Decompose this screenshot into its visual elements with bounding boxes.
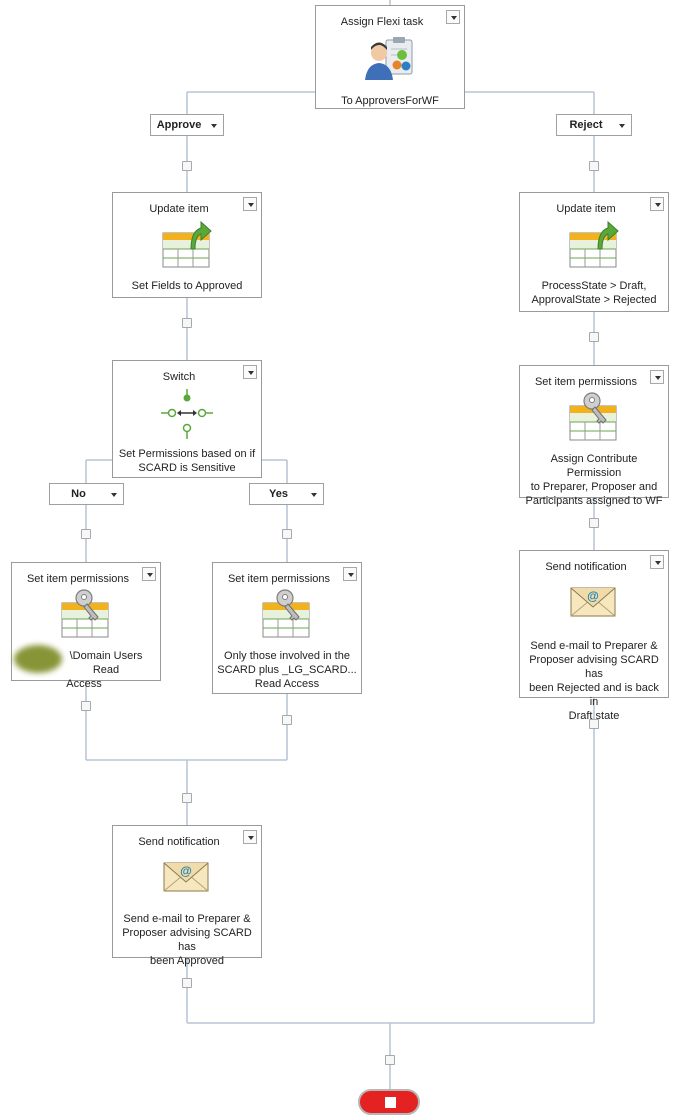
svg-text:@: @ (180, 864, 192, 878)
branch-label: Approve (156, 119, 202, 131)
activity-menu-dropdown[interactable] (343, 567, 357, 581)
activity-title: Assign Flexi task (340, 16, 424, 28)
set-permissions-involved-activity[interactable]: Set item permissions Only those involved… (212, 562, 362, 694)
set-permissions-contribute-activity[interactable]: Set item permissions Assign Contribute P… (519, 365, 669, 507)
activity-description-line: Read Access (254, 678, 320, 690)
insert-connector[interactable] (589, 719, 599, 729)
activity-description-line: Send e-mail to Preparer & (530, 640, 658, 652)
insert-connector[interactable] (282, 529, 292, 539)
activity-description-line: Set Permissions based on if (118, 448, 256, 460)
activity-description-line: Proposer advising SCARD has (122, 927, 252, 953)
activity-menu-dropdown[interactable] (650, 555, 664, 569)
update-item-icon (568, 219, 620, 272)
activity-description-line: SCARD plus _LG_SCARD... (217, 664, 357, 676)
branch-reject[interactable]: Reject (556, 114, 632, 136)
insert-connector[interactable] (182, 161, 192, 171)
activity-menu-dropdown[interactable] (650, 370, 664, 384)
activity-description-line: Participants assigned to WF (525, 495, 663, 507)
branch-label: Reject (569, 119, 603, 131)
switch-icon (159, 389, 215, 442)
insert-connector[interactable] (81, 701, 91, 711)
branch-label: Yes (269, 488, 288, 500)
activity-description-line: Draft state (568, 710, 620, 722)
email-envelope-icon: @ (162, 860, 212, 897)
insert-connector[interactable] (589, 332, 599, 342)
chevron-down-icon (311, 493, 317, 497)
permissions-key-icon (60, 589, 112, 642)
activity-menu-dropdown[interactable] (243, 197, 257, 211)
activity-description-line: ProcessState > Draft, (541, 280, 647, 292)
activity-description-line: Proposer advising SCARD has (529, 654, 659, 680)
activity-description-line: Only those involved in the (224, 650, 350, 662)
stop-icon (385, 1097, 396, 1108)
activity-menu-dropdown[interactable] (650, 197, 664, 211)
activity-description-line: been Rejected and is back in (529, 682, 659, 708)
activity-description-line: Set Fields to Approved (131, 280, 243, 292)
update-item-approved-activity[interactable]: Update item Set Fields to Approved (112, 192, 262, 298)
insert-connector[interactable] (182, 793, 192, 803)
assign-task-icon (364, 36, 416, 87)
update-item-rejected-activity[interactable]: Update item ProcessState > Draft, Approv… (519, 192, 669, 312)
activity-title: Set item permissions (227, 573, 331, 585)
email-envelope-icon: @ (569, 585, 619, 622)
insert-connector[interactable] (589, 518, 599, 528)
activity-title: Set item permissions (26, 573, 130, 585)
svg-text:@: @ (587, 589, 599, 603)
chevron-down-icon (211, 124, 217, 128)
branch-label: No (71, 488, 86, 500)
activity-description-line: ApprovalState > Rejected (531, 294, 657, 306)
activity-description-line: been Approved (149, 955, 224, 967)
insert-connector[interactable] (182, 978, 192, 988)
chevron-down-icon (111, 493, 117, 497)
assign-flexi-task-activity[interactable]: Assign Flexi task To ApproversForWF (315, 5, 465, 109)
activity-title: Send notification (138, 836, 220, 848)
permissions-key-icon (568, 392, 620, 445)
activity-title: Update item (556, 203, 616, 215)
activity-description-line: \Domain Users Read (69, 650, 143, 676)
workflow-end-stop-button[interactable] (358, 1089, 420, 1115)
activity-menu-dropdown[interactable] (446, 10, 460, 24)
activity-title: Send notification (545, 561, 627, 573)
activity-description-line: to Preparer, Proposer and (530, 481, 658, 493)
activity-menu-dropdown[interactable] (142, 567, 156, 581)
activity-description-line: SCARD is Sensitive (138, 462, 236, 474)
insert-connector[interactable] (182, 318, 192, 328)
activity-title: Switch (162, 371, 196, 383)
activity-description-line: Send e-mail to Preparer & (123, 913, 251, 925)
permissions-key-icon (261, 589, 313, 642)
chevron-down-icon (619, 124, 625, 128)
activity-title: Set item permissions (534, 376, 638, 388)
update-item-icon (161, 219, 213, 272)
redacted-blur (14, 645, 62, 673)
branch-no[interactable]: No (49, 483, 124, 505)
insert-connector[interactable] (385, 1055, 395, 1065)
branch-yes[interactable]: Yes (249, 483, 324, 505)
activity-menu-dropdown[interactable] (243, 830, 257, 844)
activity-description-line: Assign Contribute Permission (550, 453, 638, 479)
send-notification-approved-activity[interactable]: Send notification @ Send e-mail to Prepa… (112, 825, 262, 967)
activity-description-line: To ApproversForWF (341, 95, 439, 107)
activity-menu-dropdown[interactable] (243, 365, 257, 379)
branch-approve[interactable]: Approve (150, 114, 224, 136)
insert-connector[interactable] (589, 161, 599, 171)
send-notification-rejected-activity[interactable]: Send notification @ Send e-mail to Prepa… (519, 550, 669, 722)
insert-connector[interactable] (282, 715, 292, 725)
activity-description-line: Access (66, 678, 102, 690)
insert-connector[interactable] (81, 529, 91, 539)
switch-activity[interactable]: Switch Set Permissions based on if SCARD… (112, 360, 262, 478)
activity-title: Update item (149, 203, 209, 215)
